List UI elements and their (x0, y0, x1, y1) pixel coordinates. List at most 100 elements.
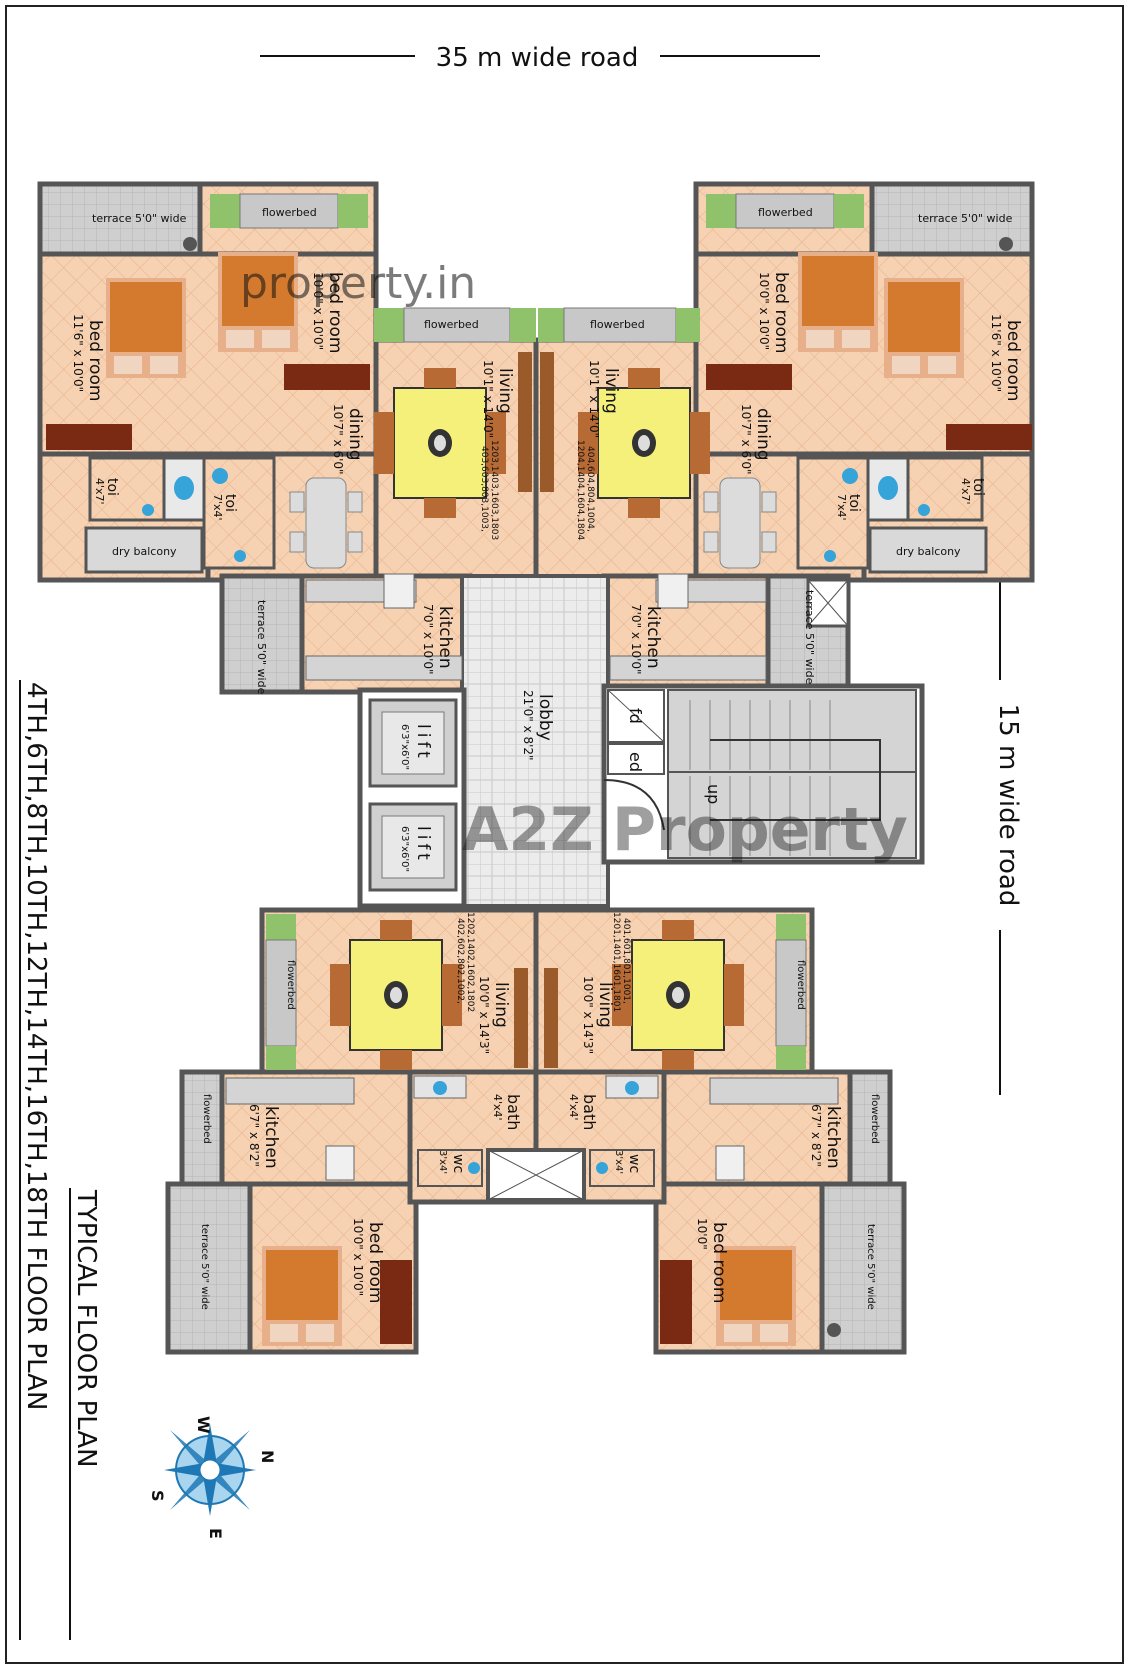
label-bl-terrace: terrace 5'0" wide (199, 1224, 210, 1310)
core-elements (368, 689, 917, 892)
label-tr-flowerbed: flowerbed (758, 206, 813, 219)
label-bl-kitchen-dim: 6'7" x 8'2" (247, 1104, 261, 1167)
label-tr-dry-balcony: dry balcony (896, 545, 961, 558)
label-tl-bed2-dim: 10'0" x 10'0" (311, 272, 325, 350)
label-tr-kitchen-dim: 7'0" x 10'0" (629, 604, 643, 675)
compass-w: W (194, 1416, 213, 1434)
label-bl-bath-name: bath (504, 1094, 523, 1130)
label-tr-bed1-dim: 11'6" x 10'0" (989, 314, 1003, 392)
label-bl-bed-dim: 10'0" x 10'0" (351, 1218, 365, 1296)
label-br-bath-name: bath (580, 1094, 599, 1130)
label-tl-kitchen-name: kitchen (435, 606, 455, 669)
label-tl-unit-nos1: 403,603,803,1003, (479, 446, 489, 532)
watermark-top: property.in (240, 258, 476, 309)
label-tr-terrace2: terrace 5'0" wide (803, 590, 816, 685)
label-br-kitchen-name: kitchen (823, 1106, 843, 1169)
label-tl-toi1-dim: 4'x7' (93, 478, 106, 505)
compass-e: E (206, 1528, 225, 1539)
label-tr-living-dim: 10'1" x 14'0" (587, 360, 601, 438)
label-tl-bed1-name: bed room (85, 320, 105, 401)
label-tl-toi1-name: toi (104, 478, 120, 496)
right-road-label: 15 m wide road (993, 540, 1023, 1095)
label-tl-living-name: living (495, 368, 515, 414)
label-tr-dining-name: dining (753, 408, 773, 461)
label-br-terrace: terrace 5'0" wide (865, 1224, 876, 1310)
label-bl-living-dim: 10'0" x 14'3" (477, 976, 491, 1054)
page-border (5, 5, 1124, 1664)
label-tr-toi1-name: toi (970, 478, 986, 496)
label-bl-kitchen-name: kitchen (261, 1106, 281, 1169)
label-tl-bed2-name: bed room (325, 272, 345, 353)
label-tr-living-flowerbed: flowerbed (590, 318, 645, 331)
label-up: up (704, 784, 723, 804)
compass-icon: W N S E (148, 1416, 277, 1539)
label-lift2-name: lift (413, 826, 433, 864)
label-br-bed-dim: 10'0" (695, 1218, 709, 1250)
label-ed: ed (626, 752, 645, 772)
label-br-bed-name: bed room (709, 1222, 729, 1303)
label-br-living-dim: 10'0" x 14'3" (581, 976, 595, 1054)
label-tr-living-name: living (601, 368, 621, 414)
label-tl-kitchen-dim: 7'0" x 10'0" (421, 604, 435, 675)
flowerbeds-bottom (265, 914, 807, 1070)
label-bl-living-name: living (491, 982, 511, 1028)
label-bl-wc-name: wc (450, 1154, 466, 1173)
label-tl-dining-name: dining (345, 408, 365, 461)
compass-n: N (258, 1450, 277, 1463)
label-tr-terrace: terrace 5'0" wide (918, 212, 1013, 225)
label-tr-bed2-dim: 10'0" x 10'0" (757, 272, 771, 350)
label-br-bath-dim: 4'x4' (567, 1094, 580, 1121)
room-labels: terrace 5'0" wide flowerbed flowerbed be… (71, 206, 1023, 1310)
label-tr-dining-dim: 10'7" x 6'0" (739, 404, 753, 475)
flowerbeds-top (210, 193, 864, 343)
label-br-wc-dim: 3'x4' (613, 1150, 624, 1174)
label-tl-living-flowerbed: flowerbed (424, 318, 479, 331)
label-br-unit-nos2: 1201,1401,1601,1801 (611, 912, 621, 1012)
label-br-flowerbed2: flowerbed (869, 1094, 880, 1144)
label-bl-bed-name: bed room (365, 1222, 385, 1303)
label-br-unit-nos1: 401,601,801,1001, (621, 918, 631, 1004)
label-bl-unit-nos1: 402,602,802,1002, (455, 918, 465, 1004)
wet-areas-top (84, 456, 988, 681)
label-br-flowerbed: flowerbed (795, 960, 806, 1010)
label-tr-toi1-dim: 4'x7' (959, 478, 972, 505)
label-tl-dining-dim: 10'7" x 6'0" (331, 404, 345, 475)
label-lobby-dim: 21'0" x 8'2" (521, 690, 535, 761)
label-lift1-dim: 6'3"x6'0" (399, 724, 410, 770)
label-bl-bath-dim: 4'x4' (491, 1094, 504, 1121)
title-line1: TYPICAL FLOOR PLAN (71, 1189, 101, 1468)
label-tr-toi2-name: toi (846, 494, 862, 512)
label-tr-unit-nos2: 1204,1404,1604,1804 (575, 440, 585, 540)
label-tl-bed1-dim: 11'6" x 10'0" (71, 314, 85, 392)
label-tr-unit-nos1: 404,604,804,1004, (585, 446, 595, 532)
label-tr-bed1-name: bed room (1003, 320, 1023, 401)
label-lift1-name: lift (413, 724, 433, 762)
top-road-text: 35 m wide road (436, 43, 639, 73)
label-tl-terrace2: terrace 5'0" wide (255, 600, 268, 695)
furniture-bottom (183, 237, 1013, 1346)
label-tl-living-dim: 10'1" x 14'0" (481, 360, 495, 438)
right-road-text: 15 m wide road (993, 704, 1023, 907)
label-tl-toi2-dim: 7'x4' (211, 494, 224, 521)
label-tl-unit-nos2: 1203,1403,1603,1803 (489, 440, 499, 540)
label-bl-unit-nos2: 1202,1402,1602,1802 (465, 912, 475, 1012)
label-tl-terrace: terrace 5'0" wide (92, 212, 187, 225)
top-road-label: 35 m wide road (260, 43, 820, 73)
label-lift2-dim: 6'3"x6'0" (399, 826, 410, 872)
label-bl-flowerbed: flowerbed (285, 960, 296, 1010)
label-tr-bed2-name: bed room (771, 272, 791, 353)
compass-s: S (148, 1490, 167, 1502)
label-tl-flowerbed: flowerbed (262, 206, 317, 219)
label-br-living-name: living (595, 982, 615, 1028)
label-tl-toi2-name: toi (222, 494, 238, 512)
label-br-kitchen-dim: 6'7" x 8'2" (809, 1104, 823, 1167)
title-block: TYPICAL FLOOR PLAN 4TH,6TH,8TH,10TH,12TH… (19, 680, 101, 1640)
watermark-a2z: A2Z (462, 795, 594, 865)
label-lobby-name: lobby (535, 694, 555, 741)
label-fd: fd (626, 708, 645, 724)
title-line2: 4TH,6TH,8TH,10TH,12TH,14TH,16TH,18TH FLO… (21, 682, 51, 1410)
label-br-wc-name: wc (626, 1154, 642, 1173)
label-bl-wc-dim: 3'x4' (437, 1150, 448, 1174)
furniture-top (46, 252, 1032, 569)
label-tl-dry-balcony: dry balcony (112, 545, 177, 558)
